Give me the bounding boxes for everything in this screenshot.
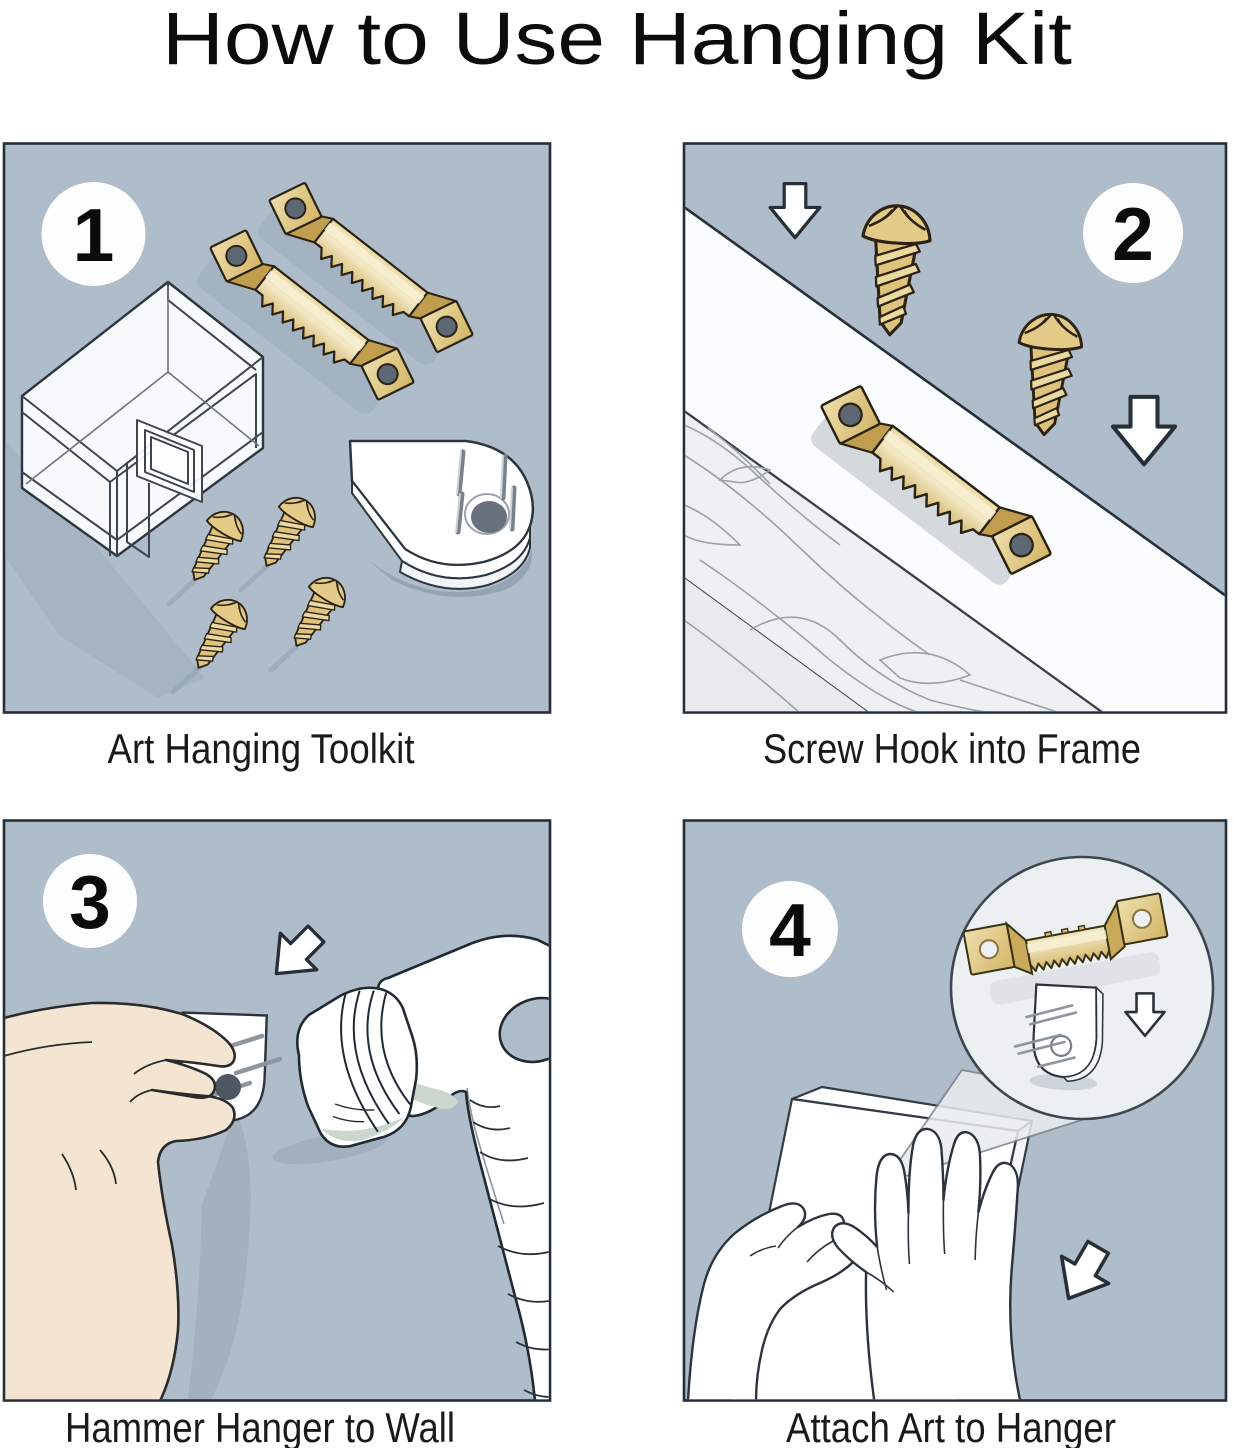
svg-text:Attach Art to Hanger: Attach Art to Hanger	[786, 1404, 1116, 1448]
svg-text:How to Use Hanging Kit: How to Use Hanging Kit	[162, 0, 1072, 80]
svg-text:Screw Hook into Frame: Screw Hook into Frame	[763, 725, 1141, 772]
svg-text:3: 3	[69, 860, 111, 944]
svg-text:Art Hanging Toolkit: Art Hanging Toolkit	[108, 725, 415, 772]
svg-text:Hammer Hanger to Wall: Hammer Hanger to Wall	[65, 1404, 455, 1448]
svg-text:1: 1	[73, 193, 115, 277]
svg-text:4: 4	[769, 888, 811, 972]
svg-text:2: 2	[1112, 192, 1154, 276]
